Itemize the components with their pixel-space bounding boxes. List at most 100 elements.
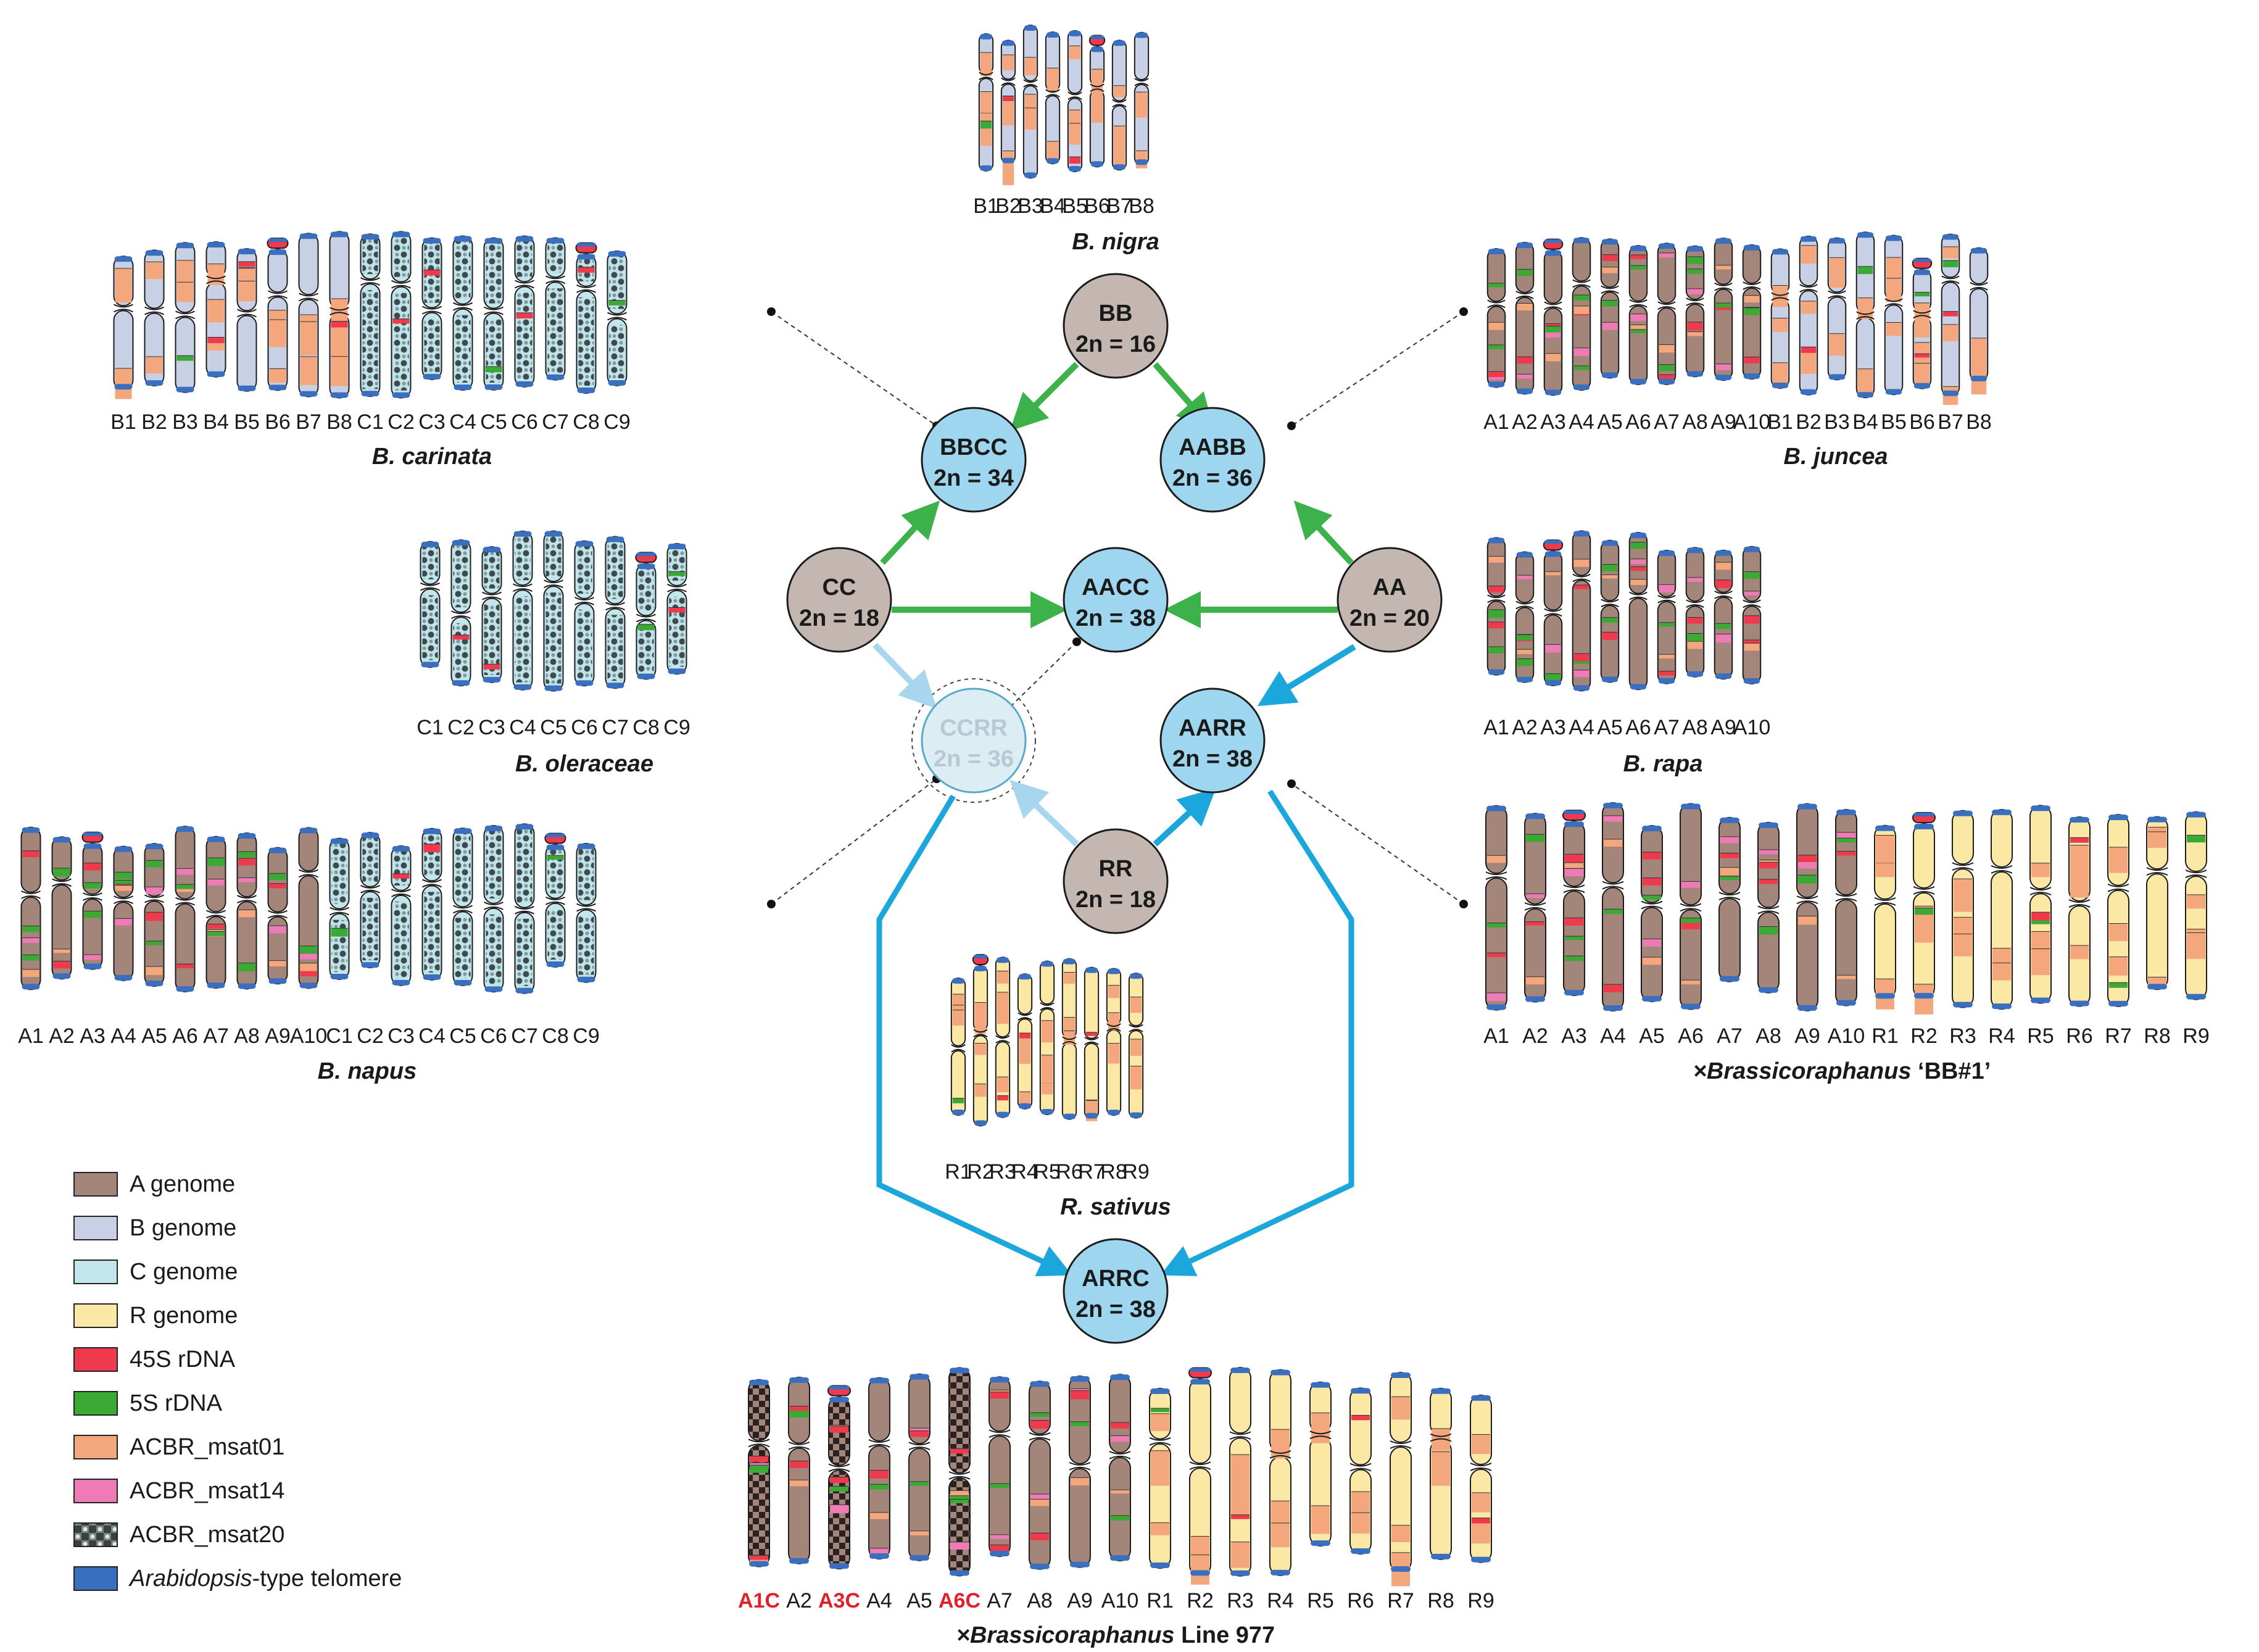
chromosome-band (1487, 992, 1506, 1002)
telomere (829, 1563, 849, 1569)
chromosome-band (1545, 353, 1561, 362)
telomere (330, 838, 349, 844)
connector-dot (1287, 779, 1296, 788)
telomere (207, 371, 225, 377)
connector-dot (767, 307, 776, 316)
telomere (1743, 546, 1760, 552)
arrow-aa-to-aabb (1293, 500, 1354, 565)
telomere (114, 384, 133, 390)
legend-swatch (73, 1391, 118, 1416)
chromosome-band (1687, 257, 1703, 264)
chromosome-band (1744, 571, 1760, 579)
chromosome-a2 (1524, 813, 1546, 1003)
telomere (1046, 32, 1059, 38)
chromosome-band (750, 1465, 768, 1473)
telomere (268, 249, 287, 255)
chromosome-band (1829, 333, 1845, 355)
telomere (1113, 40, 1126, 46)
legend-swatch (73, 1522, 118, 1547)
chromosome-band (22, 926, 39, 932)
chromosome-band (269, 873, 286, 881)
chromosome-band (950, 1542, 969, 1550)
chromosome-band (146, 860, 163, 868)
telomere (145, 250, 164, 256)
telomere (452, 680, 470, 686)
telomere (950, 1570, 969, 1576)
telomere (1913, 383, 1931, 389)
chromosome-band (1565, 936, 1583, 940)
chromosome-band (1526, 976, 1544, 985)
chromosome-band (1630, 325, 1646, 331)
telomere (1885, 389, 1902, 395)
chromosome-band (1687, 322, 1703, 331)
chromosome-band (1720, 853, 1739, 858)
chromosome-label: A6 (1625, 716, 1651, 739)
chromosome-label: A2 (49, 1024, 75, 1048)
chromosome-band (1545, 326, 1561, 333)
chromosome-r8 (1106, 968, 1122, 1116)
telomere (330, 392, 349, 398)
chromosome-band (1311, 1413, 1330, 1443)
chromosome-label: R9 (1467, 1589, 1494, 1613)
chromosome-band (269, 368, 286, 383)
telomere (1885, 235, 1902, 241)
telomere (1836, 1000, 1856, 1006)
telomere (1601, 372, 1619, 378)
telomere (52, 973, 71, 979)
telomere (1107, 1110, 1121, 1116)
telomere (1544, 679, 1562, 686)
chromosome-label: B2 (141, 410, 167, 434)
chromosome-band (990, 1534, 1009, 1539)
telomere (421, 541, 439, 547)
telomere (1018, 1103, 1032, 1109)
telomere (1471, 1395, 1491, 1401)
chromosome-a5 (1600, 238, 1620, 379)
chromosome-label: B1 (110, 410, 136, 434)
telomere (910, 1554, 929, 1561)
chromosome-label: A8 (1027, 1589, 1053, 1613)
chromosome-band (2109, 847, 2128, 873)
chromosome-band (1602, 575, 1618, 579)
chromosome-a3 (1543, 539, 1564, 686)
chromosome-label: C5 (449, 1024, 476, 1048)
chromosome-label: B1 (1767, 410, 1793, 434)
chromosome-band (2070, 837, 2089, 843)
chromosome-band (950, 1495, 969, 1501)
telomere (1642, 826, 1662, 832)
chromosome-band (1744, 307, 1760, 315)
chromosome-band (331, 323, 348, 359)
chromosome-band (1602, 300, 1618, 307)
chromosome-band (910, 1481, 929, 1486)
chromosome-b2 (144, 249, 165, 387)
chromosome-a6 (1628, 531, 1648, 691)
chromosome-band (2070, 845, 2089, 877)
telomere (1150, 1562, 1170, 1568)
chromosome-band (2109, 982, 2128, 988)
chromosome-band (1630, 265, 1646, 270)
node-chromosome-number: 2n = 18 (1076, 887, 1156, 913)
node-chromosome-number: 2n = 18 (799, 605, 879, 631)
chromosome-band (1030, 1420, 1049, 1429)
chromosome-band (22, 955, 39, 961)
chromosome-band (974, 1043, 987, 1055)
telomere (1828, 238, 1846, 244)
chromosome-band (1602, 322, 1618, 330)
legend-item-telomere: Arabidopsis-type telomere (73, 1566, 402, 1592)
chromosome-band (1071, 1477, 1089, 1486)
chromosome-band (423, 844, 441, 852)
node-chromosome-number: 2n = 20 (1349, 605, 1430, 631)
chromosome-band (1545, 323, 1561, 328)
chromosome-band (483, 664, 500, 670)
telomere (1351, 1548, 1370, 1554)
chromosome-a10 (1109, 1374, 1131, 1562)
telomere (421, 662, 439, 668)
chromosome-band (1091, 94, 1103, 113)
chromosome-label: R1 (945, 1160, 971, 1184)
legend-swatch (73, 1435, 118, 1459)
chromosome-label: C5 (540, 716, 566, 739)
chromosome-a7 (205, 836, 226, 989)
chromosome-band (1857, 266, 1873, 275)
